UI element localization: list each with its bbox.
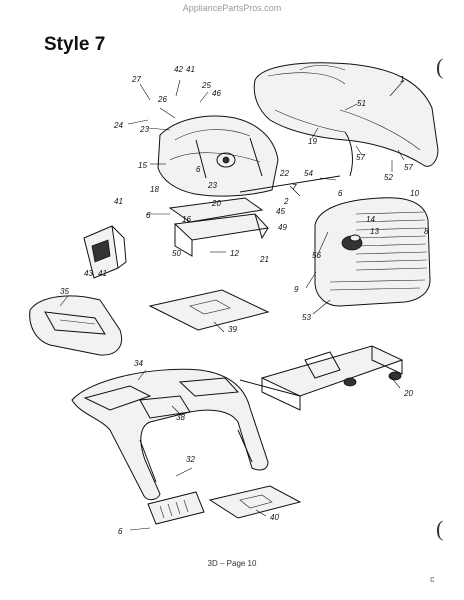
rear-reflector (147, 491, 205, 525)
part-label: 6 (118, 527, 123, 536)
part-label: 53 (302, 313, 311, 322)
part-label: 23 (139, 125, 149, 134)
part-label: 32 (186, 455, 195, 464)
part-label: 51 (357, 99, 366, 108)
part-label: 41 (98, 269, 107, 278)
part-label: 50 (172, 249, 181, 258)
part-label: 25 (201, 81, 211, 90)
floor-plate-39 (148, 289, 270, 331)
part-label: 6 (196, 165, 201, 174)
part-label: 20 (403, 389, 413, 398)
part-label: 35 (60, 287, 69, 296)
part-label: 54 (304, 169, 313, 178)
page-title: Style 7 (44, 34, 106, 55)
part-label: 9 (294, 285, 299, 294)
binder-mark-top: ( (436, 54, 444, 79)
dash-assembly (157, 115, 279, 197)
part-label: 6 (146, 211, 151, 220)
part-label: 16 (182, 215, 191, 224)
hood-part (253, 62, 439, 177)
part-label: 7 (292, 183, 297, 192)
binder-mark-bottom: ( (436, 516, 444, 541)
side-bracket (83, 225, 127, 279)
corner-mark: c (430, 574, 435, 584)
part-label: 49 (278, 223, 287, 232)
part-label: 46 (212, 89, 221, 98)
floor-plate-40 (208, 485, 302, 519)
fender-deck (71, 368, 269, 501)
part-label: 41 (114, 197, 123, 206)
part-label: 38 (176, 413, 185, 422)
part-label: 12 (230, 249, 239, 258)
part-label: 43 (84, 269, 93, 278)
part-label: 42 (174, 65, 183, 74)
part-label: 20 (211, 199, 221, 208)
part-labels: 1 51 19 57 52 57 27 42 41 25 46 26 24 23… (60, 65, 429, 536)
part-label: 26 (157, 95, 167, 104)
part-label: 14 (366, 215, 375, 224)
footrest-left (29, 295, 123, 356)
part-label: 2 (283, 197, 289, 206)
part-label: 57 (404, 163, 413, 172)
grille-nose (314, 197, 431, 307)
part-label: 8 (424, 227, 429, 236)
part-label: 18 (150, 185, 159, 194)
part-label: 22 (279, 169, 289, 178)
part-label: 10 (410, 189, 419, 198)
part-label: 24 (113, 121, 123, 130)
part-label: 27 (131, 75, 141, 84)
part-label: 52 (384, 173, 393, 182)
part-label: 57 (356, 153, 365, 162)
part-label: 41 (186, 65, 195, 74)
part-label: 15 (138, 161, 147, 170)
page-number: 3D – Page 10 (207, 559, 257, 568)
part-label: 45 (276, 207, 285, 216)
part-label: 40 (270, 513, 279, 522)
part-label: 56 (312, 251, 321, 260)
part-label: 19 (308, 137, 317, 146)
part-label: 21 (259, 255, 269, 264)
part-label: 39 (228, 325, 237, 334)
chassis-frame (239, 345, 404, 411)
part-label: 13 (370, 227, 379, 236)
part-label: 6 (338, 189, 343, 198)
part-label: 1 (400, 75, 404, 84)
leader-lines (59, 79, 405, 531)
part-label: 34 (134, 359, 143, 368)
watermark: AppliancePartsPros.com (182, 3, 282, 13)
part-label: 23 (207, 181, 217, 190)
